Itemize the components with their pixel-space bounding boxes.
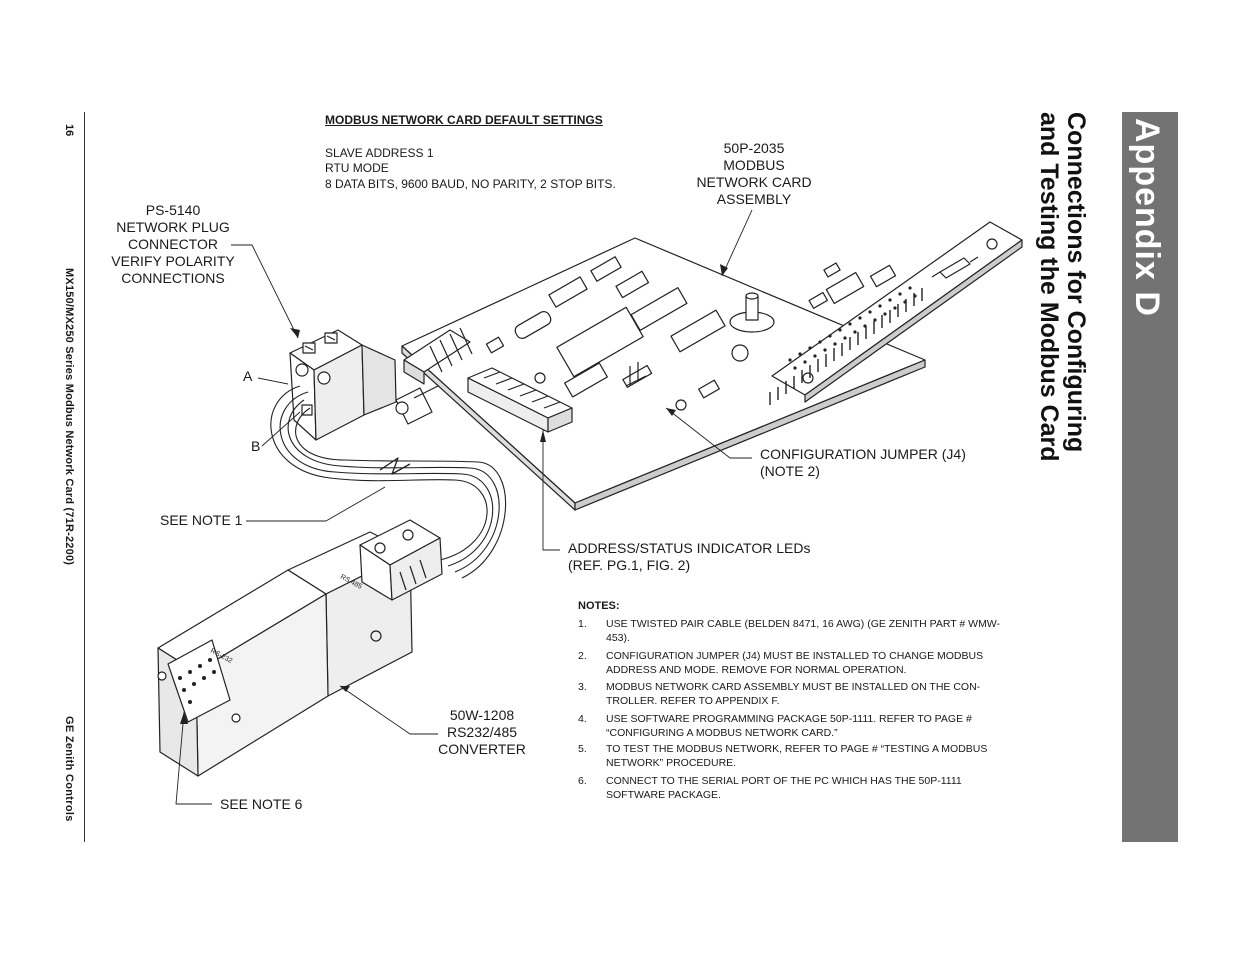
callout-see-note-1: SEE NOTE 1 <box>160 512 243 528</box>
callout-line: CONVERTER <box>438 741 526 757</box>
callout-line: ASSEMBLY <box>716 191 792 207</box>
note-text: CONNECT TO THE SERIAL PORT OF THE PC WHI… <box>606 775 962 801</box>
defaults-heading: MODBUS NETWORK CARD DEFAULT SETTINGS <box>325 113 603 127</box>
configuration-jumper-j4 <box>625 362 647 387</box>
default-comm-params: 8 DATA BITS, 9600 BAUD, NO PARITY, 2 STO… <box>325 177 616 191</box>
callout-line: PS-5140 <box>145 202 201 218</box>
callout-line: 50P-2035 <box>723 140 785 156</box>
callout-address-leds: ADDRESS/STATUS INDICATOR LEDs (REF. PG.1… <box>568 540 810 574</box>
callout-line: RS232/485 <box>446 724 518 740</box>
note-text: MODBUS NETWORK CARD ASSEMBLY MUST BE INS… <box>606 681 981 707</box>
note-text: CONFIGURATION JUMPER (J4) MUST BE INSTAL… <box>606 650 984 676</box>
callout-line: CONFIGURATION JUMPER (J4) <box>760 446 966 462</box>
callout-see-note-6: SEE NOTE 6 <box>220 796 303 812</box>
default-mode: RTU MODE <box>325 161 389 175</box>
twisted-pair-cable <box>270 385 507 579</box>
note-text: USE TWISTED PAIR CABLE (BELDEN 8471, 16 … <box>606 618 1001 644</box>
callout-line: (REF. PG.1, FIG. 2) <box>568 557 691 573</box>
note-text: USE SOFTWARE PROGRAMMING PACKAGE 50P-111… <box>606 713 972 739</box>
leader-lines <box>175 209 753 805</box>
network-card-board <box>401 237 926 511</box>
note-number: 6. <box>578 775 587 787</box>
callout-line: MODBUS <box>723 157 785 173</box>
terminal-b-label: B <box>251 438 261 454</box>
callout-line: CONNECTIONS <box>121 270 225 286</box>
default-slave-address: SLAVE ADDRESS 1 <box>325 146 434 160</box>
callout-plug-connector: PS-5140 NETWORK PLUG CONNECTOR VERIFY PO… <box>108 202 238 287</box>
header-holes <box>788 286 917 370</box>
note-number: 1. <box>578 618 587 630</box>
appendix-band <box>1122 112 1178 842</box>
card-network-connector <box>395 327 473 425</box>
note-number: 3. <box>578 681 587 693</box>
left-margin-rule <box>84 112 85 842</box>
note-number: 2. <box>578 650 587 662</box>
card-components <box>485 256 775 411</box>
callout-line: ADDRESS/STATUS INDICATOR LEDs <box>568 540 811 556</box>
callout-config-jumper: CONFIGURATION JUMPER (J4) (NOTE 2) <box>760 446 966 480</box>
led-indicator-bar <box>467 367 573 433</box>
callout-line: NETWORK CARD <box>696 174 812 190</box>
note-number: 5. <box>578 743 587 755</box>
callout-line: 50W-1208 <box>449 707 515 723</box>
callout-card-assembly: 50P-2035 MODBUS NETWORK CARD ASSEMBLY <box>686 140 822 208</box>
terminal-a-label: A <box>243 368 253 384</box>
callout-converter: 50W-1208 RS232/485 CONVERTER <box>430 707 534 758</box>
callout-line: (NOTE 2) <box>760 463 820 479</box>
callout-line: CONNECTOR <box>128 236 218 252</box>
db9-connector <box>157 639 241 723</box>
header-pins <box>769 288 923 405</box>
callout-line: NETWORK PLUG <box>116 219 230 235</box>
plug-connector-ps5140 <box>289 329 397 441</box>
note-text: TO TEST THE MODBUS NETWORK, REFER TO PAG… <box>606 743 988 769</box>
notes-heading: NOTES: <box>578 600 620 612</box>
resistor <box>931 256 979 279</box>
note-number: 4. <box>578 713 587 725</box>
card-edge-connector <box>769 221 1023 405</box>
callout-line: VERIFY POLARITY <box>111 253 235 269</box>
